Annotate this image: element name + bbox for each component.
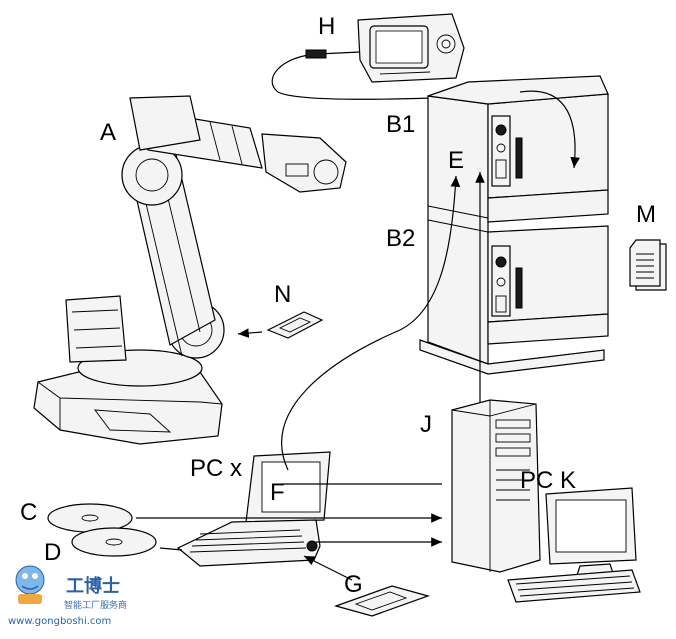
- label-f: F: [270, 479, 285, 506]
- label-c: C: [20, 499, 37, 526]
- label-h: H: [318, 13, 335, 40]
- label-g: G: [344, 571, 363, 598]
- desktop-monitor: [507, 487, 641, 603]
- sheet-g: [303, 555, 430, 617]
- disk-d: [71, 527, 442, 557]
- manual-document-icon: [629, 239, 667, 291]
- teach-pendant: [271, 13, 481, 100]
- label-n: N: [274, 281, 291, 308]
- controller-cabinet: [419, 75, 609, 375]
- label-pc-x: PC x: [190, 455, 242, 482]
- watermark-logo: 工博士 智能工厂服务商 www.gongboshi.com: [8, 565, 127, 627]
- sheet-n: [237, 311, 324, 339]
- label-a: A: [100, 119, 116, 146]
- label-b1: B1: [386, 111, 415, 138]
- label-b2: B2: [386, 225, 415, 252]
- robot-arm: [33, 95, 347, 445]
- tower-pc: [451, 172, 541, 573]
- label-pc-k: PC K: [520, 467, 576, 494]
- watermark-brand: 工博士: [66, 575, 120, 597]
- label-m: M: [636, 201, 656, 228]
- label-d: D: [44, 539, 61, 566]
- disk-c: [47, 503, 442, 533]
- watermark-tagline: 智能工厂服务商: [64, 599, 127, 611]
- laptop-pc: [176, 175, 461, 567]
- label-j: J: [420, 411, 432, 438]
- watermark-url: www.gongboshi.com: [8, 616, 111, 627]
- label-e: E: [448, 147, 464, 174]
